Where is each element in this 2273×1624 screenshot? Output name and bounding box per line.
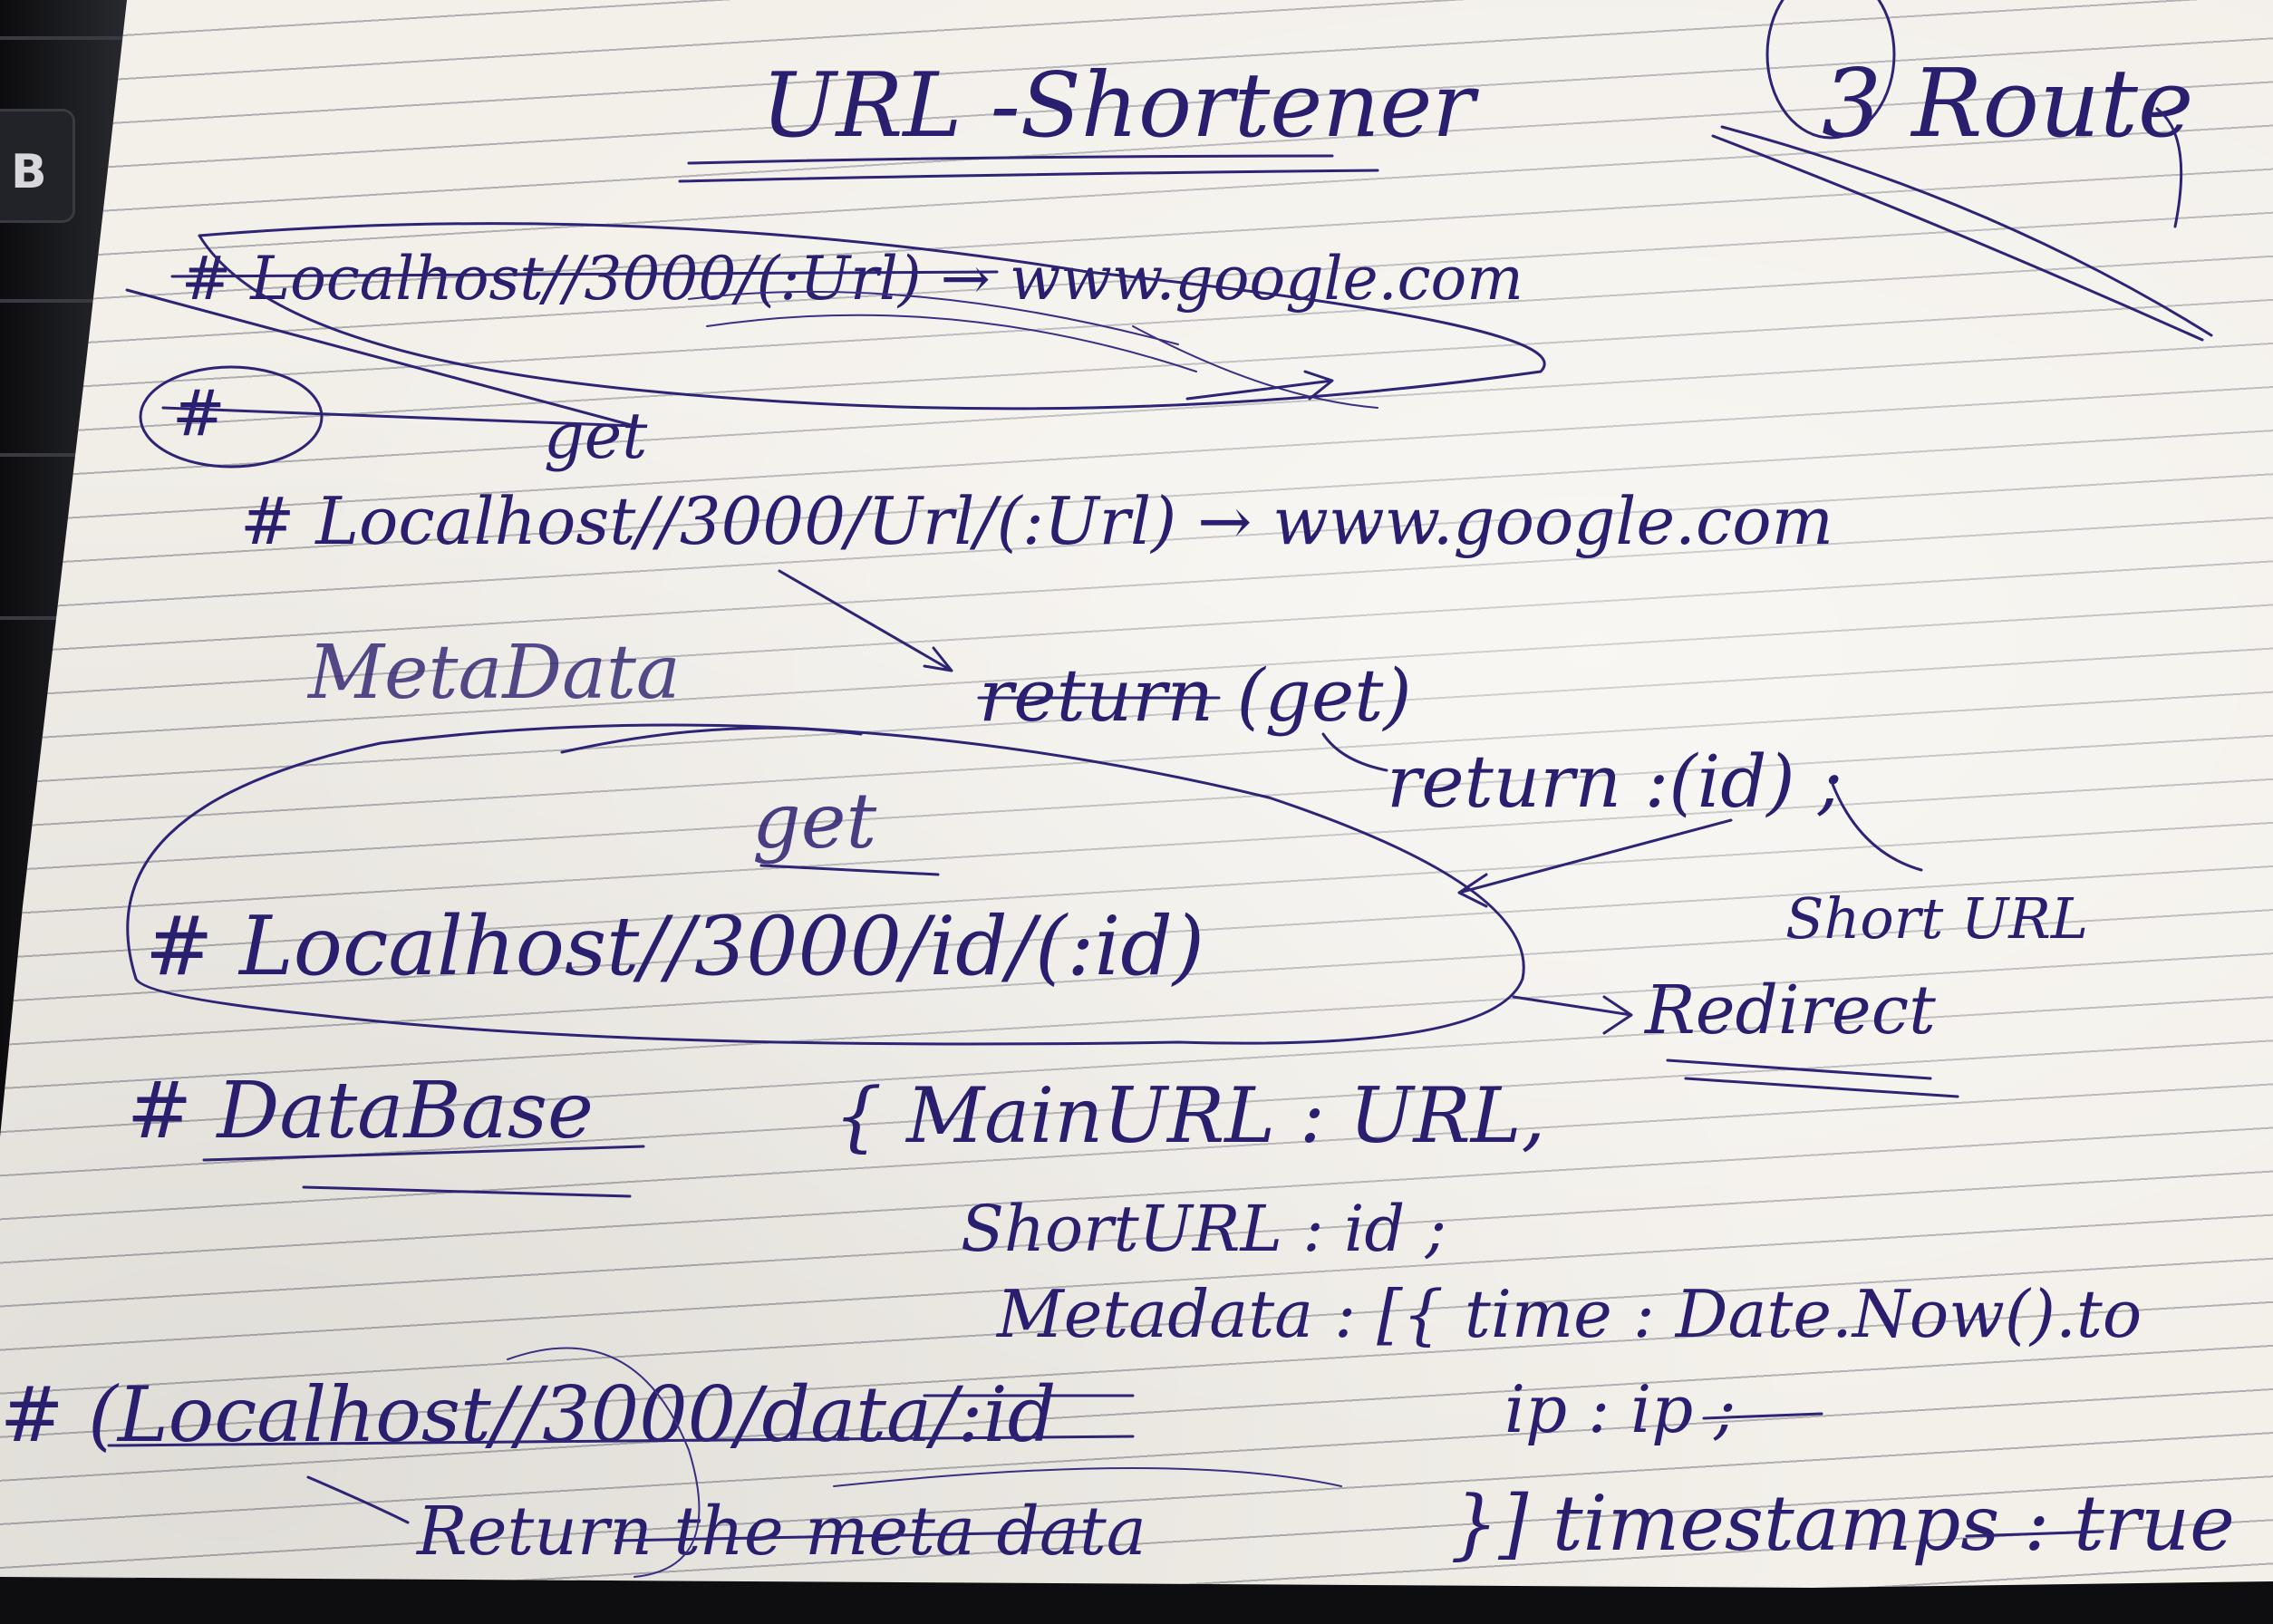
strike-through bbox=[1702, 1412, 1823, 1420]
scribble-strokes bbox=[507, 1347, 1342, 1578]
strike-through bbox=[1965, 1530, 2104, 1538]
strike-through bbox=[125, 288, 636, 428]
return-get: return (get) bbox=[979, 653, 1412, 738]
strike-through bbox=[161, 406, 636, 428]
note-line-2: # Localhost//3000/Url/(:Url) → www.googl… bbox=[240, 483, 1833, 559]
corner-label: 3 Route bbox=[1822, 48, 2193, 159]
short-url-label: Short URL bbox=[1785, 885, 2088, 952]
arrow bbox=[1457, 818, 1733, 908]
arrow bbox=[1185, 370, 1334, 401]
arrow bbox=[1321, 732, 1388, 772]
database-label: # DataBase bbox=[127, 1066, 594, 1156]
get-strokes bbox=[560, 726, 940, 876]
schema-metadata: Metadata : [{ time : Date.Now().to bbox=[995, 1276, 2142, 1352]
schema-ip: ip : ip ; bbox=[1504, 1371, 1736, 1447]
laptop-groove bbox=[0, 299, 136, 303]
metadata-label: MetaData bbox=[306, 630, 681, 716]
crossed-hash: # bbox=[172, 376, 226, 450]
title-underline bbox=[687, 154, 1334, 165]
redirect-label: Redirect bbox=[1643, 972, 1936, 1049]
corner-strike bbox=[1711, 134, 2204, 342]
database-underline bbox=[202, 1145, 645, 1198]
redirect-underline bbox=[1666, 1058, 1959, 1098]
hash-circle bbox=[139, 365, 324, 469]
corner-circle bbox=[1765, 0, 1896, 140]
schema-main-url: { MainURL : URL, bbox=[834, 1071, 1545, 1160]
note-line-1: # Localhost//3000/(:Url) → www.google.co… bbox=[181, 244, 1523, 314]
crossed-get: get bbox=[544, 399, 648, 473]
arrow bbox=[306, 1475, 410, 1524]
keyboard-key-letter: B bbox=[11, 145, 47, 199]
note-line-3: # Localhost//3000/id/(:id) bbox=[145, 899, 1204, 994]
line-4-underline bbox=[107, 1435, 1135, 1447]
scribble-strokes bbox=[688, 290, 1378, 409]
keyboard-key bbox=[0, 109, 75, 223]
corner-strike bbox=[1720, 125, 2213, 337]
schema-end: }] timestamps : true bbox=[1450, 1479, 2235, 1568]
return-id: return :(id) ; bbox=[1387, 740, 1843, 824]
strike-through bbox=[170, 270, 999, 278]
schema-short-url: ShortURL : id ; bbox=[961, 1192, 1446, 1266]
laptop-groove bbox=[0, 36, 136, 40]
get-label: get bbox=[752, 777, 876, 865]
corner-strike bbox=[2155, 107, 2183, 228]
laptop-groove bbox=[0, 453, 136, 457]
highlight-ellipse bbox=[126, 723, 1525, 1046]
title-underline bbox=[678, 169, 1379, 183]
arrow bbox=[1829, 778, 1923, 872]
arrow bbox=[778, 569, 953, 672]
scribble-loop bbox=[198, 222, 1546, 411]
arrow bbox=[1512, 995, 1633, 1035]
notes-title: URL -Shortener bbox=[761, 54, 1479, 158]
